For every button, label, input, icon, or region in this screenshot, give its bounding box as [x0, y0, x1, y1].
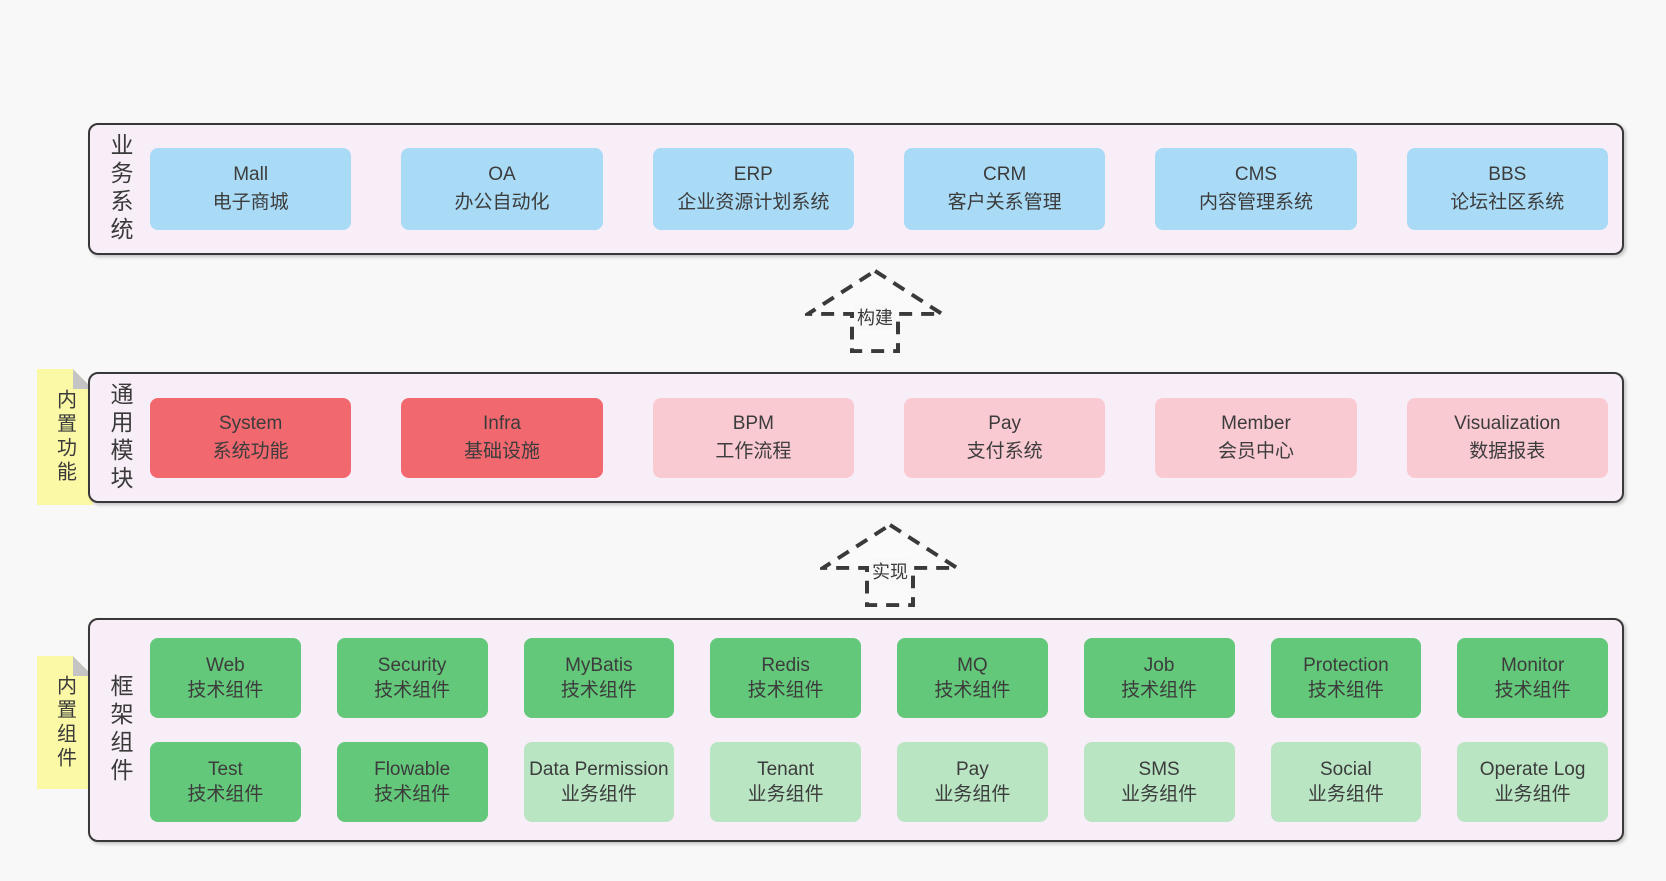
box-bbs: BBS 论坛社区系统: [1406, 148, 1608, 230]
arrow-build: 构建: [805, 268, 945, 354]
box-flowable: Flowable 技术组件: [336, 742, 488, 822]
box-social: Social 业务组件: [1270, 742, 1422, 822]
box-crm: CRM 客户关系管理: [903, 148, 1106, 230]
box-cms: CMS 内容管理系统: [1155, 148, 1357, 230]
box-erp: ERP 企业资源计划系统: [652, 148, 854, 230]
box-operate-log: Operate Log 业务组件: [1457, 742, 1608, 822]
component-rows: Web 技术组件 Security 技术组件 MyBatis 技术组件 Redi…: [150, 638, 1608, 822]
box-infra: Infra 基础设施: [401, 397, 603, 478]
box-oa: OA 办公自动化: [401, 148, 603, 230]
box-pay-module: Pay 支付系统: [903, 397, 1106, 478]
box-redis: Redis 技术组件: [710, 638, 861, 718]
layer-framework-components: 框架组件 Web 技术组件 Security 技术组件 MyBatis 技术组件…: [88, 618, 1624, 842]
component-row-2: Test 技术组件 Flowable 技术组件 Data Permission …: [150, 742, 1608, 822]
box-system: System 系统功能: [150, 397, 352, 478]
box-test: Test 技术组件: [150, 742, 301, 822]
layer-common-modules: 通用模块 System 系统功能 Infra 基础设施 BPM 工作流程 Pay…: [88, 372, 1624, 503]
tag-built-in-components: 内置组件: [37, 656, 93, 789]
box-member: Member 会员中心: [1155, 397, 1357, 478]
box-monitor: Monitor 技术组件: [1457, 638, 1608, 718]
arrow-implement-label: 实现: [869, 558, 911, 584]
box-bpm: BPM 工作流程: [652, 397, 854, 478]
box-job: Job 技术组件: [1083, 638, 1235, 718]
box-mall: Mall 电子商城: [150, 148, 352, 230]
tag-built-in-functions: 内置功能: [37, 369, 93, 505]
box-web: Web 技术组件: [150, 638, 301, 718]
box-data-permission: Data Permission 业务组件: [523, 742, 675, 822]
module-boxes: System 系统功能 Infra 基础设施 BPM 工作流程 Pay 支付系统…: [150, 397, 1608, 478]
box-sms: SMS 业务组件: [1083, 742, 1235, 822]
layer-label-framework-components: 框架组件: [107, 674, 133, 786]
box-pay-component: Pay 业务组件: [897, 742, 1048, 822]
box-protection: Protection 技术组件: [1270, 638, 1422, 718]
arrow-implement: 实现: [820, 522, 960, 608]
business-boxes: Mall 电子商城 OA 办公自动化 ERP 企业资源计划系统 CRM 客户关系…: [150, 148, 1608, 230]
component-row-1: Web 技术组件 Security 技术组件 MyBatis 技术组件 Redi…: [150, 638, 1608, 718]
box-mq: MQ 技术组件: [897, 638, 1048, 718]
tag-label: 内置组件: [53, 674, 76, 771]
box-tenant: Tenant 业务组件: [710, 742, 861, 822]
tag-label: 内置功能: [53, 389, 76, 485]
layer-label-common-modules: 通用模块: [107, 381, 133, 494]
box-mybatis: MyBatis 技术组件: [523, 638, 675, 718]
arrow-build-label: 构建: [854, 304, 896, 330]
box-visualization: Visualization 数据报表: [1406, 397, 1608, 478]
layer-label-business-systems: 业务系统: [107, 133, 133, 245]
layer-business-systems: 业务系统 Mall 电子商城 OA 办公自动化 ERP 企业资源计划系统 CRM…: [88, 123, 1624, 255]
box-security: Security 技术组件: [336, 638, 488, 718]
